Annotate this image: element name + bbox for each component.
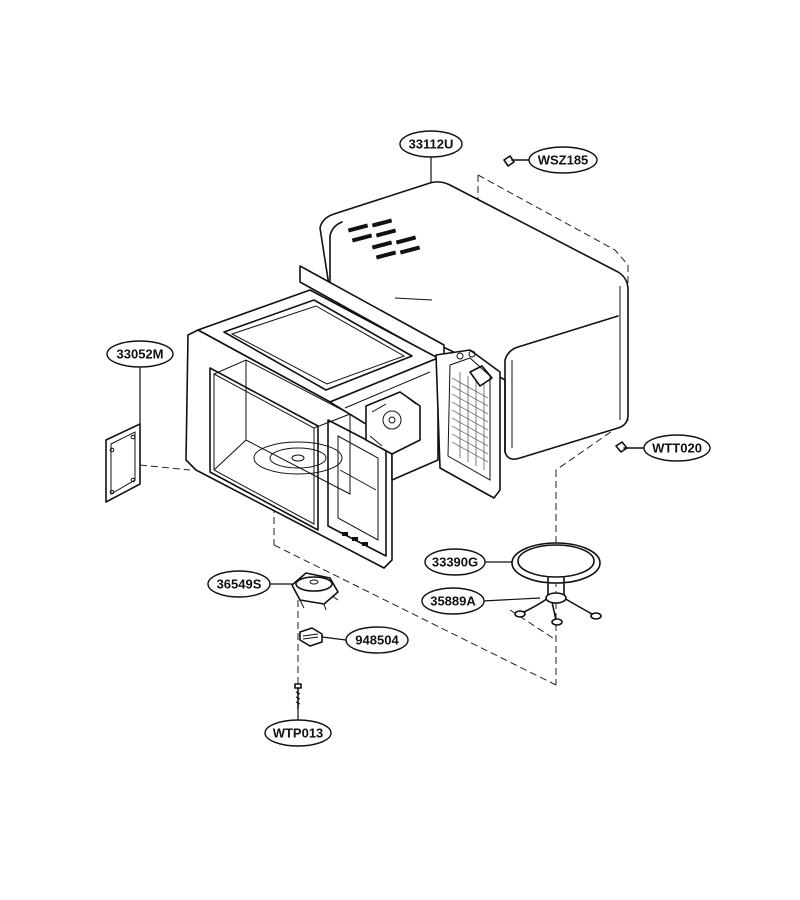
glass-tray — [511, 542, 601, 584]
turntable-motor — [291, 572, 339, 611]
outer-cabinet — [319, 181, 629, 460]
callout-WTT020: WTT020 — [643, 434, 711, 462]
roller-coupler — [299, 627, 323, 647]
cavity-turntable — [253, 441, 343, 475]
svg-text:WTP013: WTP013 — [273, 726, 324, 741]
magnetron-bracket — [365, 391, 421, 455]
svg-text:33052M: 33052M — [117, 347, 164, 362]
callout-36549S: 36549S — [207, 570, 271, 598]
screw-wtp013 — [294, 683, 302, 709]
callout-33112U: 33112U — [399, 130, 463, 158]
callout-33390G: 33390G — [424, 548, 486, 576]
svg-text:948504: 948504 — [355, 633, 399, 648]
screw-wsz185 — [503, 155, 529, 167]
svg-text:35889A: 35889A — [430, 594, 476, 609]
callout-948504: 948504 — [345, 626, 409, 654]
screw-wtt020 — [615, 441, 645, 453]
callout-33052M: 33052M — [106, 340, 174, 368]
svg-text:WSZ185: WSZ185 — [538, 153, 589, 168]
svg-text:WTT020: WTT020 — [652, 441, 702, 456]
callout-35889A: 35889A — [421, 587, 485, 615]
side-cover-plate — [105, 423, 141, 503]
callout-WSZ185: WSZ185 — [528, 146, 598, 174]
top-vent-slots — [347, 218, 421, 260]
oven-chassis — [185, 265, 501, 569]
callout-WTP013: WTP013 — [264, 719, 332, 747]
svg-text:36549S: 36549S — [217, 577, 262, 592]
leader-lines — [139, 157, 541, 720]
svg-text:33390G: 33390G — [432, 555, 478, 570]
roller-support — [514, 577, 602, 626]
svg-text:33112U: 33112U — [409, 137, 454, 152]
rear-grill — [451, 372, 489, 470]
